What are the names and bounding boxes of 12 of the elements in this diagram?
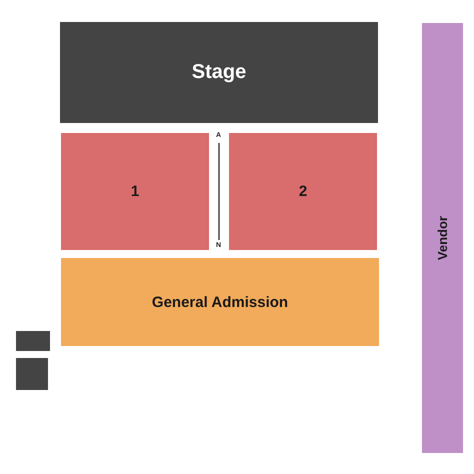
section-label: 2	[298, 183, 308, 200]
section-label: Vendor	[435, 216, 450, 260]
seating-section	[229, 133, 377, 250]
section-label: 1	[130, 183, 140, 200]
section-label: Stage	[192, 61, 246, 84]
structure-block	[16, 331, 50, 351]
stage-area	[60, 22, 378, 123]
structure-block	[16, 358, 48, 390]
seating-section	[61, 133, 209, 250]
vendor-area	[422, 23, 463, 453]
section-label: General Admission	[152, 294, 288, 310]
general-admission-area	[61, 258, 379, 346]
